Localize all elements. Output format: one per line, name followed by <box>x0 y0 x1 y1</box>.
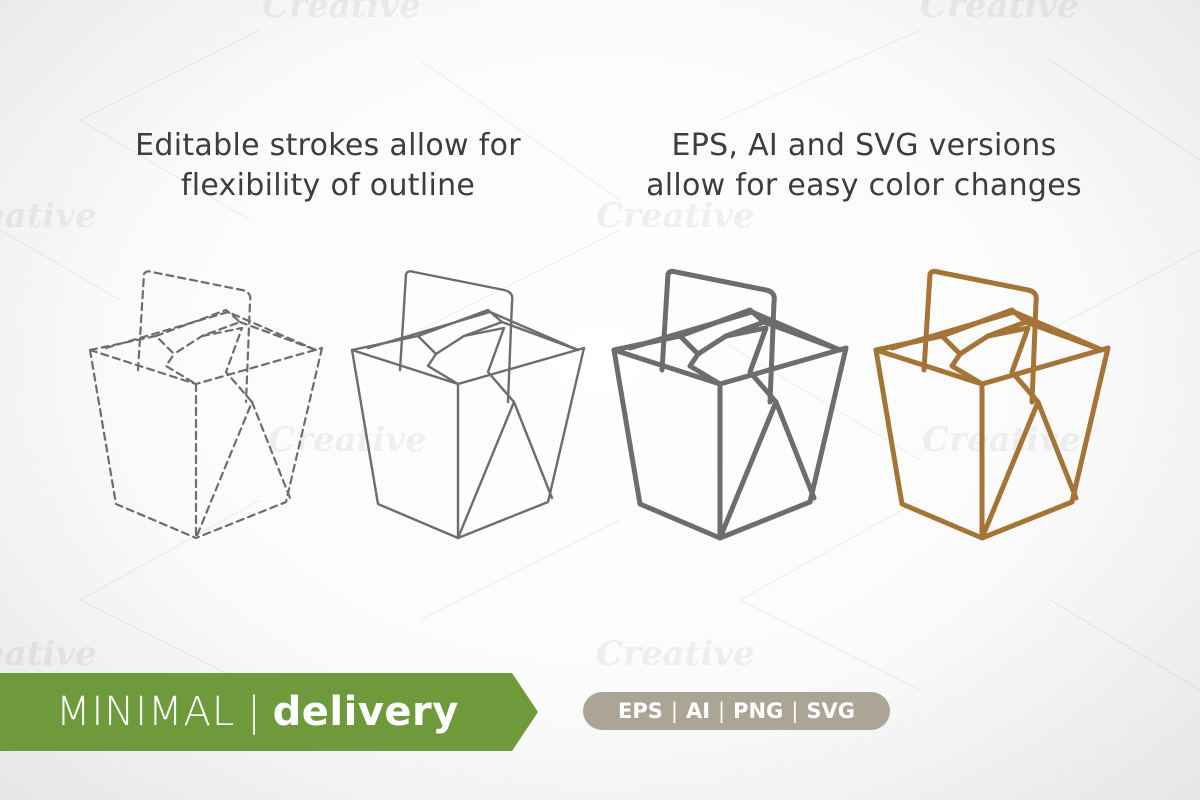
takeout-box-thin-icon <box>338 262 598 552</box>
box-outline-segment <box>979 345 1111 541</box>
watermark-text-2: Creative <box>920 0 1079 26</box>
box-outline-segment <box>611 333 723 387</box>
box-outline-segment <box>366 310 580 352</box>
box-outline-segment <box>873 345 1111 387</box>
box-outline-segment <box>154 308 242 356</box>
box-outline-segment <box>611 345 849 387</box>
box-outline-segment <box>194 346 324 540</box>
takeout-box-thin-drawing <box>350 270 586 540</box>
title-banner: MINIMAL|delivery <box>0 673 540 751</box>
box-outline-segment <box>1023 319 1105 353</box>
box-outline-segment <box>104 310 318 352</box>
box-outline-segment <box>873 333 985 387</box>
box-outline-segment <box>717 325 779 541</box>
caption-left-line-1: Editable strokes allow for <box>135 128 521 163</box>
box-outline-segment <box>717 345 849 541</box>
box-outline-segment <box>350 348 460 540</box>
format-eps: EPS <box>617 699 663 723</box>
banner-title-bold: delivery <box>272 689 459 735</box>
banner-title: MINIMAL|delivery <box>56 685 459 739</box>
banner-title-separator: | <box>247 689 261 735</box>
box-outline-segment <box>500 320 580 352</box>
format-separator-2: | <box>718 699 726 723</box>
box-outline-segment <box>921 268 1039 405</box>
box-outline-segment <box>88 334 198 386</box>
box-outline-segment <box>398 270 514 404</box>
box-outline-segment <box>194 326 254 540</box>
caption-right-line-1: EPS, AI and SVG versions <box>671 128 1057 163</box>
format-ai: AI <box>685 699 711 723</box>
watermark-text-8: Creative <box>596 634 755 674</box>
watermark-text-7: Creative <box>0 634 97 674</box>
box-outline-segment <box>456 326 516 540</box>
takeout-box-thick-icon <box>600 262 860 552</box>
box-outline-segment <box>659 268 777 405</box>
format-separator-3: | <box>791 699 799 723</box>
takeout-box-dashed-drawing <box>88 270 324 540</box>
watermark-text-1: Creative <box>262 0 421 26</box>
takeout-box-dashed-icon <box>76 262 336 552</box>
box-outline-segment <box>136 270 252 404</box>
formats-badge: EPS | AI | PNG | SVG <box>583 692 890 730</box>
box-outline-segment <box>1035 399 1079 501</box>
banner-title-light: MINIMAL <box>56 689 236 735</box>
box-outline-segment <box>88 348 198 540</box>
banner-ribbon-shape <box>0 673 538 751</box>
caption-right-line-2: allow for easy color changes <box>646 168 1082 203</box>
caption-file-versions: EPS, AI and SVG versions allow for easy … <box>604 126 1124 206</box>
takeout-box-thick-drawing <box>611 268 849 541</box>
box-outline-segment <box>512 400 554 500</box>
format-svg: SVG <box>806 699 855 723</box>
caption-editable-strokes: Editable strokes allow for flexibility o… <box>68 126 588 206</box>
box-outline-segment <box>88 346 324 386</box>
caption-left-line-2: flexibility of outline <box>180 168 476 203</box>
takeout-box-brown-icon <box>862 262 1122 552</box>
format-png: PNG <box>733 699 784 723</box>
box-outline-segment <box>456 346 586 540</box>
takeout-box-brown-drawing <box>873 268 1111 541</box>
box-outline-segment <box>611 347 723 541</box>
watermark-text-3: Creative <box>0 196 97 236</box>
format-separator-1: | <box>670 699 678 723</box>
box-outline-segment <box>350 334 460 386</box>
box-outline-segment <box>250 400 292 500</box>
box-outline-segment <box>761 319 843 353</box>
box-outline-segment <box>238 320 318 352</box>
box-outline-segment <box>350 346 586 386</box>
box-outline-segment <box>773 399 817 501</box>
box-outline-segment <box>873 347 985 541</box>
watermark-text-4: Creative <box>596 196 755 236</box>
watermark-text-5: Creative <box>268 420 427 460</box>
box-outline-segment <box>979 325 1041 541</box>
